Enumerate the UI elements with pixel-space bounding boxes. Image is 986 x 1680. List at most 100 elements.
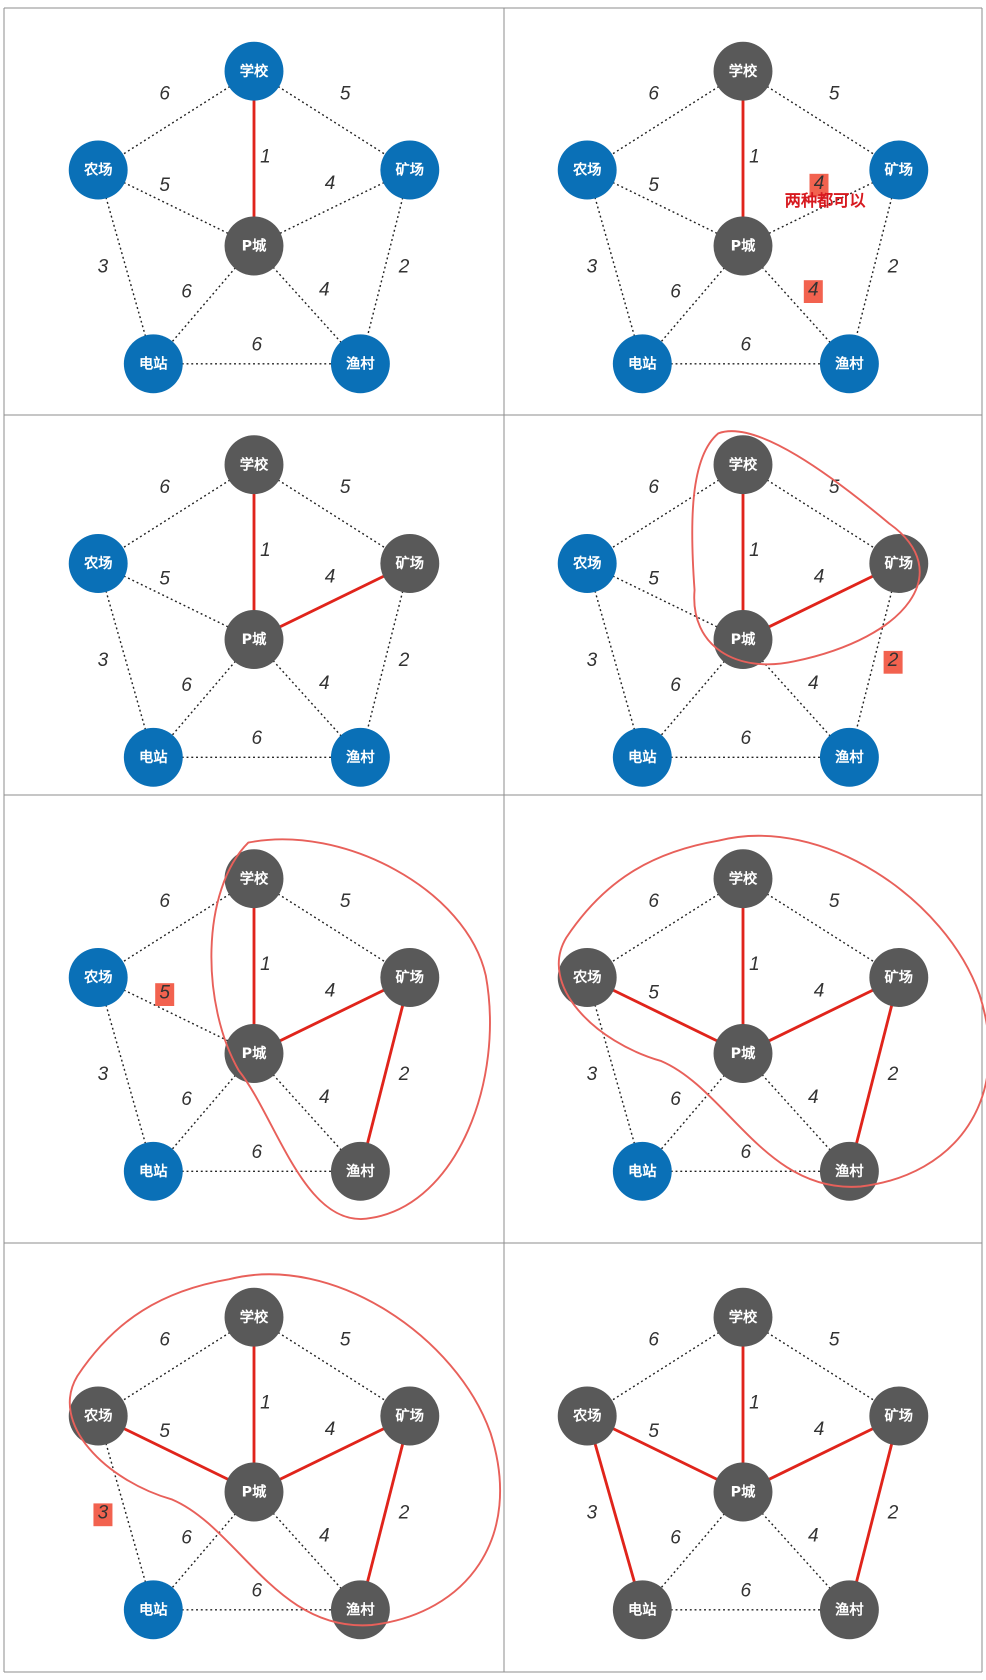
edge-school-farm bbox=[586, 878, 744, 979]
node-school bbox=[224, 41, 284, 101]
weight-school-pcity: 1 bbox=[749, 146, 760, 167]
weight-school-mine: 5 bbox=[829, 891, 840, 912]
weight-school-farm: 6 bbox=[648, 1330, 659, 1351]
weight-farm-pcity: 5 bbox=[648, 1421, 659, 1442]
node-label-pcity: P城 bbox=[242, 1044, 267, 1062]
weight-pcity-fishing: 4 bbox=[319, 673, 330, 694]
node-label-fishing: 渔村 bbox=[346, 1601, 375, 1619]
freehand-enclosure bbox=[557, 834, 986, 1188]
node-label-fishing: 渔村 bbox=[835, 355, 864, 373]
node-power bbox=[123, 334, 183, 394]
node-mine bbox=[380, 1386, 440, 1446]
node-label-school: 学校 bbox=[729, 1308, 758, 1326]
node-farm bbox=[557, 140, 617, 200]
weight-power-fishing: 6 bbox=[252, 728, 263, 749]
edge-mine-fishing bbox=[848, 977, 901, 1172]
weight-farm-pcity: 5 bbox=[159, 1421, 170, 1442]
weight-mine-pcity: 4 bbox=[325, 173, 336, 194]
weight-school-mine: 5 bbox=[829, 84, 840, 105]
weight-farm-power: 3 bbox=[98, 1503, 109, 1524]
weight-school-farm: 6 bbox=[648, 891, 659, 912]
node-power bbox=[123, 1580, 183, 1640]
weight-power-fishing: 6 bbox=[252, 1581, 263, 1602]
edge-school-mine bbox=[253, 464, 411, 565]
node-label-fishing: 渔村 bbox=[835, 748, 864, 766]
weight-pcity-power: 6 bbox=[181, 1527, 192, 1548]
node-farm bbox=[68, 140, 128, 200]
node-label-farm: 农场 bbox=[572, 1407, 602, 1425]
node-school bbox=[713, 1287, 773, 1347]
node-fishing bbox=[330, 334, 390, 394]
edge-school-mine bbox=[742, 878, 900, 979]
weight-highlight bbox=[809, 173, 829, 197]
node-pcity bbox=[713, 216, 773, 276]
node-pcity bbox=[224, 610, 284, 669]
weight-power-fishing: 6 bbox=[741, 1581, 752, 1602]
weight-mine-fishing: 2 bbox=[398, 1064, 410, 1085]
weight-school-pcity: 1 bbox=[260, 954, 271, 975]
edge-farm-power bbox=[97, 977, 154, 1172]
node-mine bbox=[869, 948, 929, 1007]
edge-farm-power bbox=[97, 169, 154, 364]
edge-farm-power bbox=[586, 563, 643, 758]
node-fishing bbox=[330, 1141, 390, 1201]
node-power bbox=[123, 1141, 183, 1201]
edge-school-mine bbox=[253, 1316, 411, 1417]
node-label-farm: 农场 bbox=[572, 554, 602, 572]
edge-mine-fishing bbox=[848, 563, 900, 758]
edge-farm-power bbox=[586, 977, 643, 1172]
node-school bbox=[713, 41, 773, 101]
edge-farm-power bbox=[586, 169, 643, 364]
weight-mine-pcity: 4 bbox=[814, 1419, 825, 1440]
weight-highlight bbox=[155, 983, 175, 1006]
node-label-fishing: 渔村 bbox=[835, 1162, 864, 1180]
node-label-power: 电站 bbox=[139, 748, 168, 766]
edge-school-farm bbox=[97, 464, 255, 565]
node-label-pcity: P城 bbox=[242, 237, 267, 255]
node-label-fishing: 渔村 bbox=[346, 355, 375, 373]
weight-school-mine: 5 bbox=[340, 891, 351, 912]
edge-school-farm bbox=[97, 70, 255, 171]
node-label-fishing: 渔村 bbox=[835, 1601, 864, 1619]
node-label-pcity: P城 bbox=[731, 630, 756, 648]
node-label-mine: 矿场 bbox=[885, 161, 914, 179]
edge-school-mine bbox=[742, 70, 900, 171]
node-label-school: 学校 bbox=[240, 62, 269, 80]
weight-mine-pcity: 4 bbox=[325, 981, 336, 1002]
node-label-farm: 农场 bbox=[83, 554, 113, 572]
weight-farm-pcity: 5 bbox=[159, 175, 170, 196]
node-label-farm: 农场 bbox=[83, 968, 113, 986]
node-power bbox=[123, 727, 183, 787]
weight-farm-power: 3 bbox=[587, 1064, 598, 1085]
node-mine bbox=[380, 534, 440, 593]
edge-mine-fishing bbox=[359, 563, 411, 758]
weight-farm-power: 3 bbox=[98, 257, 109, 278]
weight-pcity-fishing: 4 bbox=[808, 1087, 819, 1108]
node-pcity bbox=[713, 610, 773, 669]
weight-pcity-power: 6 bbox=[181, 675, 192, 696]
edge-school-mine bbox=[742, 1316, 900, 1417]
node-label-mine: 矿场 bbox=[885, 1407, 914, 1425]
node-farm bbox=[68, 1386, 128, 1446]
edge-mine-fishing bbox=[848, 1415, 901, 1611]
weight-mine-pcity: 4 bbox=[814, 173, 825, 194]
node-label-power: 电站 bbox=[628, 748, 657, 766]
weight-school-mine: 5 bbox=[340, 477, 351, 498]
node-label-mine: 矿场 bbox=[396, 1407, 425, 1425]
weight-farm-pcity: 5 bbox=[648, 568, 659, 589]
weight-school-farm: 6 bbox=[648, 84, 659, 105]
node-school bbox=[224, 849, 284, 909]
node-fishing bbox=[819, 1580, 879, 1640]
weight-school-pcity: 1 bbox=[749, 954, 760, 975]
node-label-power: 电站 bbox=[628, 1162, 657, 1180]
weight-power-fishing: 6 bbox=[741, 1142, 752, 1163]
node-label-school: 学校 bbox=[240, 869, 269, 887]
weight-mine-pcity: 4 bbox=[325, 567, 336, 588]
weight-farm-power: 3 bbox=[587, 257, 598, 278]
